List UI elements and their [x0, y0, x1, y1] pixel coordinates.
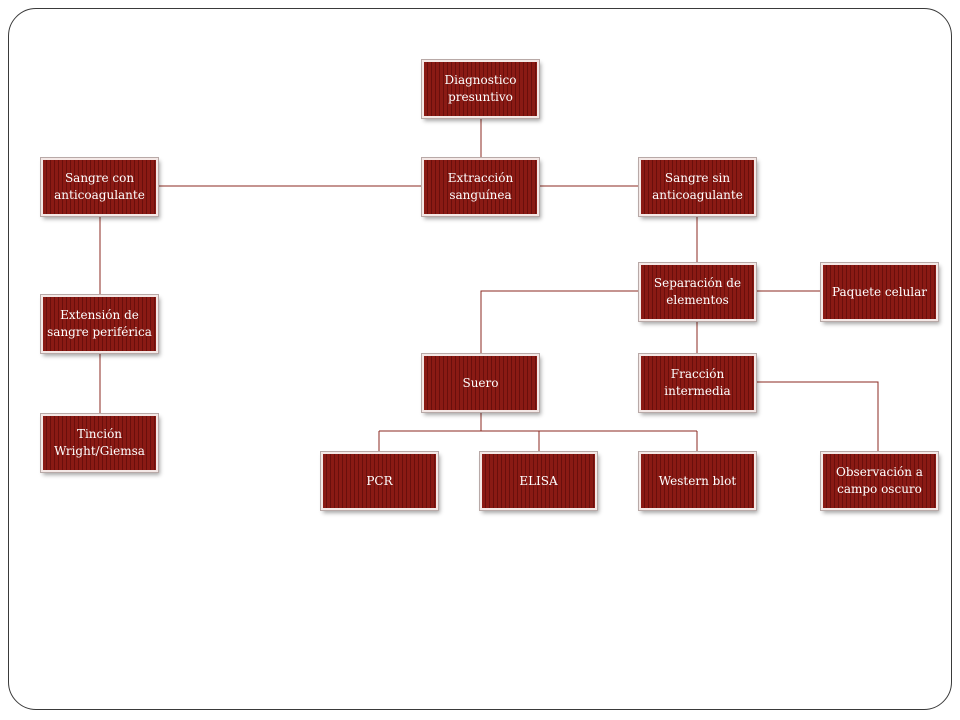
node-paquete-celular: Paquete celular	[820, 262, 939, 322]
connector-separacion-suero	[480, 290, 639, 354]
node-extraccion-sanguinea: Extracción sanguínea	[421, 157, 540, 217]
node-western-blot: Western blot	[638, 451, 757, 511]
node-sangre-sin-anticoagulante: Sangre sin anticoagulante	[638, 157, 757, 217]
node-suero: Suero	[421, 353, 540, 413]
connector-fraccion-observacion	[755, 381, 879, 452]
node-elisa: ELISA	[479, 451, 598, 511]
node-extension-sangre-periferica: Extensión de sangre periférica	[40, 294, 159, 354]
node-sangre-con-anticoagulante: Sangre con anticoagulante	[40, 157, 159, 217]
node-pcr: PCR	[320, 451, 439, 511]
node-tincion-wright-giemsa: Tinción Wright/Giemsa	[40, 413, 159, 473]
node-diagnostico-presuntivo: Diagnostico presuntivo	[421, 59, 540, 119]
node-observacion-campo-oscuro: Observación a campo oscuro	[820, 451, 939, 511]
node-separacion-elementos: Separación de elementos	[638, 262, 757, 322]
node-fraccion-intermedia: Fracción intermedia	[638, 353, 757, 413]
